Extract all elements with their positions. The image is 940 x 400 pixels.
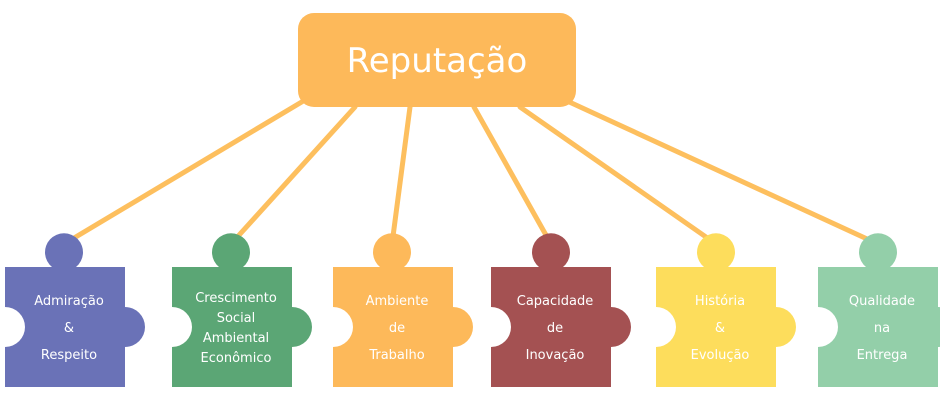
puzzle-piece-shape-admiracao — [5, 233, 145, 387]
piece-label-ambiente-line-2: de — [389, 321, 405, 336]
piece-label-qualidade-line-3: Entrega — [857, 348, 908, 363]
piece-label-historia-line-2: & — [715, 321, 725, 336]
piece-label-admiracao-line-1: Admiração — [34, 294, 104, 309]
puzzle-piece-shape-ambiente — [333, 233, 473, 387]
piece-label-capacidade-line-1: Capacidade — [517, 294, 594, 309]
puzzle-piece-shape-qualidade — [818, 233, 940, 387]
piece-label-historia-line-3: Evolução — [691, 348, 750, 363]
connector-line-historia — [517, 104, 719, 247]
connector-line-crescimento — [228, 104, 358, 247]
puzzle-piece-historia: História & Evolução — [656, 233, 796, 387]
title-box-background — [298, 13, 576, 107]
title-box: Reputação — [298, 13, 576, 107]
piece-label-capacidade-line-3: Inovação — [526, 348, 585, 363]
piece-label-qualidade-line-2: na — [874, 321, 890, 336]
piece-label-ambiente-line-3: Trabalho — [368, 348, 424, 363]
piece-label-crescimento-line-1: Crescimento — [195, 291, 277, 306]
puzzle-piece-shape-capacidade — [491, 233, 631, 387]
piece-label-crescimento-line-4: Econômico — [201, 351, 272, 366]
puzzle-piece-shape-historia — [656, 233, 796, 387]
puzzle-piece-shape-crescimento — [172, 233, 312, 387]
piece-label-admiracao-line-3: Respeito — [41, 348, 97, 363]
piece-label-crescimento-line-2: Social — [217, 311, 256, 326]
piece-label-crescimento-line-3: Ambiental — [203, 331, 269, 346]
connector-line-qualidade — [562, 97, 881, 247]
connector-line-capacidade — [471, 104, 554, 247]
piece-label-capacidade-line-2: de — [547, 321, 563, 336]
piece-label-admiracao-line-2: & — [64, 321, 74, 336]
piece-label-ambiente-line-1: Ambiente — [366, 294, 429, 309]
title-text: Reputação — [347, 41, 528, 81]
piece-label-historia-line-1: História — [695, 294, 745, 309]
connector-line-ambiente — [389, 104, 413, 247]
connector-line-admiracao — [61, 97, 308, 247]
puzzle-piece-admiracao: Admiração & Respeito — [5, 233, 145, 387]
puzzle-pieces: Admiração&RespeitoCrescimentoSocialAmbie… — [5, 233, 940, 387]
piece-label-qualidade-line-1: Qualidade — [849, 294, 915, 309]
connectors — [61, 97, 881, 247]
